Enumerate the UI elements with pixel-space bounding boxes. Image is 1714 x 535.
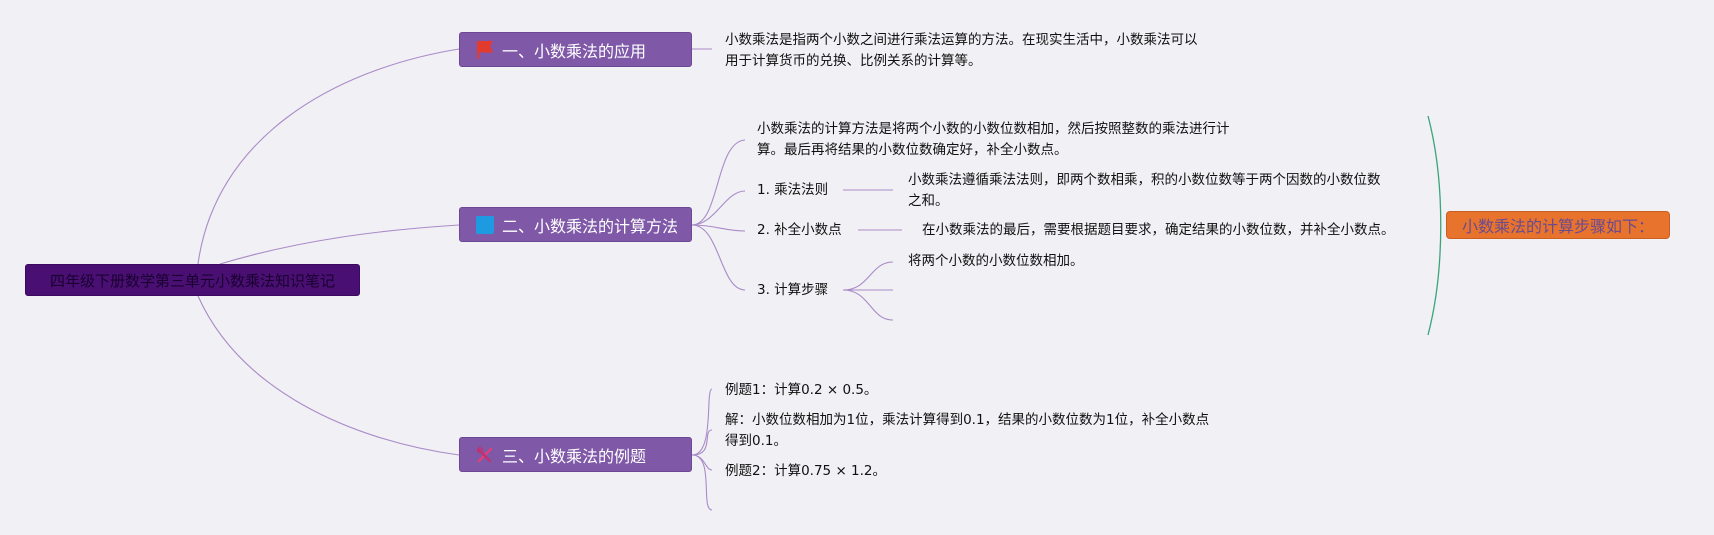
decimal-point-topic[interactable]: 2. 补全小数点 <box>757 222 842 238</box>
application-line: 小数乘法是指两个小数之间进行乘法运算的方法。在现实生活中，小数乘法可以 <box>725 32 1198 48</box>
flag-icon <box>476 40 494 59</box>
square-icon <box>476 215 494 234</box>
rule-topic[interactable]: 1. 乘法法则 <box>757 182 829 198</box>
tools-icon <box>476 446 494 464</box>
branch-examples-label: 三、小数乘法的例题 <box>502 446 647 466</box>
root-topic-label: 四年级下册数学第三单元小数乘法知识笔记 <box>49 271 335 290</box>
rule-description-line: 小数乘法遵循乘法法则，即两个数相乘，积的小数位数等于两个因数的小数位数 <box>908 172 1381 188</box>
example-2[interactable]: 例题2：计算0.75 × 1.2。 <box>725 463 887 479</box>
solution-1[interactable]: 解：小数位数相加为1位，乘法计算得到0.1，结果的小数位数为1位，补全小数点 得… <box>725 410 1209 452</box>
branch-examples[interactable]: 三、小数乘法的例题 <box>459 437 692 472</box>
rule-description-line: 之和。 <box>908 193 949 209</box>
solution-1-line: 解：小数位数相加为1位，乘法计算得到0.1，结果的小数位数为1位，补全小数点 <box>725 412 1210 428</box>
branch-application[interactable]: 一、小数乘法的应用 <box>459 32 692 67</box>
method-intro-line: 算。最后再将结果的小数位数确定好，补全小数点。 <box>757 142 1068 158</box>
steps-topic[interactable]: 3. 计算步骤 <box>757 282 829 298</box>
decimal-point-description[interactable]: 在小数乘法的最后，需要根据题目要求，确定结果的小数位数，并补全小数点。 <box>922 222 1395 238</box>
branch-method-label: 二、小数乘法的计算方法 <box>502 216 679 236</box>
branch-method[interactable]: 二、小数乘法的计算方法 <box>459 207 692 242</box>
example-1[interactable]: 例题1：计算0.2 × 0.5。 <box>725 382 878 398</box>
solution-1-line: 得到0.1。 <box>725 433 787 449</box>
method-intro-text[interactable]: 小数乘法的计算方法是将两个小数的小数位数相加，然后按照整数的乘法进行计 算。最后… <box>757 119 1230 161</box>
application-line: 用于计算货币的兑换、比例关系的计算等。 <box>725 53 982 69</box>
steps-summary[interactable]: 小数乘法的计算步骤如下： <box>1446 211 1670 239</box>
step-1-text[interactable]: 将两个小数的小数位数相加。 <box>908 253 1084 269</box>
rule-description[interactable]: 小数乘法遵循乘法法则，即两个数相乘，积的小数位数等于两个因数的小数位数 之和。 <box>908 170 1381 212</box>
steps-summary-label: 小数乘法的计算步骤如下： <box>1461 217 1654 236</box>
branch-application-label: 一、小数乘法的应用 <box>502 41 647 61</box>
application-text[interactable]: 小数乘法是指两个小数之间进行乘法运算的方法。在现实生活中，小数乘法可以 用于计算… <box>725 30 1198 72</box>
root-topic[interactable]: 四年级下册数学第三单元小数乘法知识笔记 <box>25 264 360 296</box>
method-intro-line: 小数乘法的计算方法是将两个小数的小数位数相加，然后按照整数的乘法进行计 <box>757 121 1230 137</box>
